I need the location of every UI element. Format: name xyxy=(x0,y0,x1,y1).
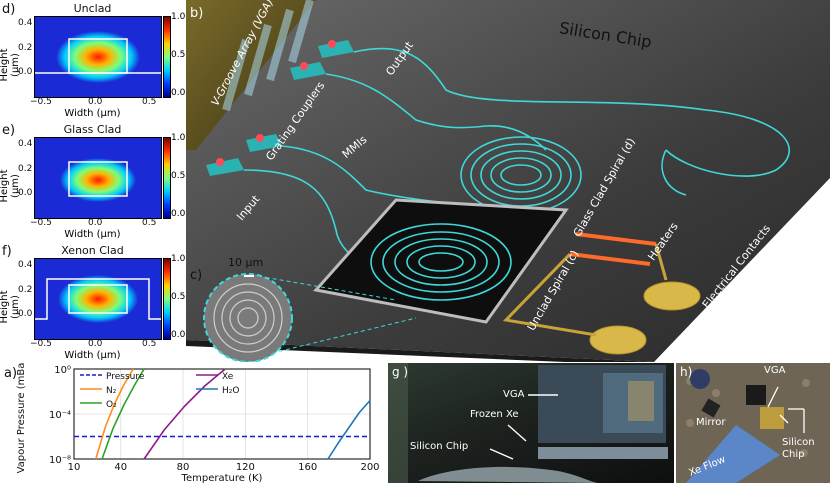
cbar-tick: 0.5 xyxy=(171,171,185,181)
y-tick-label: 10⁻⁴ xyxy=(49,410,71,421)
x-tick: −0.5 xyxy=(30,218,52,228)
series-line xyxy=(327,399,371,460)
y-tick: 0.0 xyxy=(18,67,33,77)
panel-letter-a: a) xyxy=(4,366,17,381)
x-tick: 0.5 xyxy=(142,218,157,228)
mode-field-image xyxy=(34,137,162,219)
panel-letter-d: d) xyxy=(2,2,16,17)
panel-letter-b: b) xyxy=(190,6,204,21)
legend-label: O₂ xyxy=(106,400,117,410)
mirror-label: Mirror xyxy=(696,417,726,428)
plot-title-xenon: Xenon Clad xyxy=(61,244,124,257)
vga-label: VGA xyxy=(503,389,525,400)
colorbar xyxy=(163,137,171,219)
mode-plot-xenon-clad: f) Xenon Clad Height (μm) 0.4 0.2 0.0 1.… xyxy=(0,242,185,363)
x-tick-label: 40 xyxy=(114,462,127,473)
series-line xyxy=(101,368,145,460)
x-tick: 0.5 xyxy=(142,339,157,349)
vga-label: VGA xyxy=(764,365,786,376)
x-tick: 0.5 xyxy=(142,97,157,107)
y-tick: 0.4 xyxy=(18,139,33,149)
photo-frozen-xe: g ) VGA Frozen Xe Silicon Chip xyxy=(388,363,674,483)
x-axis-label: Width (μm) xyxy=(64,108,121,119)
cbar-tick: 1.0 xyxy=(171,12,185,22)
y-tick-label: 10⁰ xyxy=(54,365,71,376)
x-axis-label: Temperature (K) xyxy=(181,473,263,483)
chip-render-panel: b) c) 10 μm Silicon Chip V-Groove Array … xyxy=(186,0,830,362)
mode-plot-unclad: d) Unclad Height (μm) 0.4 0.2 0.0 1.0 0.… xyxy=(0,0,185,121)
vapour-pressure-svg: 10 40 80 120 160 200 10⁰ 10⁻⁴ 10⁻⁸ Temperature (K… xyxy=(4,363,380,483)
x-tick-label: 80 xyxy=(177,462,190,473)
mode-field-image xyxy=(34,258,162,340)
y-tick-label: 10⁻⁸ xyxy=(49,455,71,466)
y-tick: 0.2 xyxy=(18,43,33,53)
x-tick: −0.5 xyxy=(30,339,52,349)
mode-plot-glass-clad: e) Glass Clad Height (μm) 0.4 0.2 0.0 1.… xyxy=(0,121,185,242)
cbar-tick: 0.0 xyxy=(171,330,185,340)
y-tick: 0.2 xyxy=(18,164,33,174)
colorbar xyxy=(163,258,171,340)
x-axis-label: Width (μm) xyxy=(64,350,121,361)
panel-letter-c: c) xyxy=(190,268,203,283)
y-tick: 0.0 xyxy=(18,188,33,198)
y-tick: 0.4 xyxy=(18,18,33,28)
x-tick-label: 10 xyxy=(68,462,81,473)
x-tick-label: 200 xyxy=(360,462,379,473)
panel-letter-h: h) xyxy=(680,365,693,379)
vapour-pressure-chart: 10 40 80 120 160 200 10⁰ 10⁻⁴ 10⁻⁸ Temperature (K… xyxy=(0,363,385,483)
panel-letter-f: f) xyxy=(2,244,12,259)
series-line xyxy=(143,368,226,460)
scale-bar-label: 10 μm xyxy=(228,256,264,269)
x-axis-label: Width (μm) xyxy=(64,229,121,240)
colorbar xyxy=(163,16,171,98)
plot-title-unclad: Unclad xyxy=(73,2,112,15)
cbar-tick: 0.0 xyxy=(171,88,185,98)
plot-frame xyxy=(73,368,371,460)
panel-letter-g: g ) xyxy=(392,365,409,379)
x-tick: 0.0 xyxy=(88,339,103,349)
x-tick: 0.0 xyxy=(88,97,103,107)
legend-label: Pressure xyxy=(106,372,145,382)
photo-xe-flow: h) VGA Mirror Silicon Chip Xe Flow xyxy=(676,363,830,483)
silicon-chip-label: Silicon Chip xyxy=(410,441,469,452)
y-axis-label: Vapour Pressure (mBar) xyxy=(16,363,27,473)
x-tick-label: 120 xyxy=(236,462,255,473)
series-line xyxy=(95,368,134,460)
legend-label: N₂ xyxy=(106,386,117,396)
x-tick: 0.0 xyxy=(88,218,103,228)
cbar-tick: 0.5 xyxy=(171,292,185,302)
frozen-xe-label: Frozen Xe xyxy=(470,409,519,420)
y-tick: 0.4 xyxy=(18,260,33,270)
silicon-chip-label: Silicon Chip xyxy=(782,437,815,460)
cbar-tick: 1.0 xyxy=(171,254,185,264)
x-tick-label: 160 xyxy=(298,462,317,473)
plot-title-glass: Glass Clad xyxy=(63,123,122,136)
cbar-tick: 0.5 xyxy=(171,50,185,60)
cbar-tick: 1.0 xyxy=(171,133,185,143)
legend-label: H₂O xyxy=(222,386,239,396)
mode-field-image xyxy=(34,16,162,98)
x-tick: −0.5 xyxy=(30,97,52,107)
cbar-tick: 0.0 xyxy=(171,209,185,219)
panel-letter-e: e) xyxy=(2,123,16,138)
y-tick: 0.0 xyxy=(18,309,33,319)
y-tick: 0.2 xyxy=(18,285,33,295)
legend-label: Xe xyxy=(222,372,234,382)
